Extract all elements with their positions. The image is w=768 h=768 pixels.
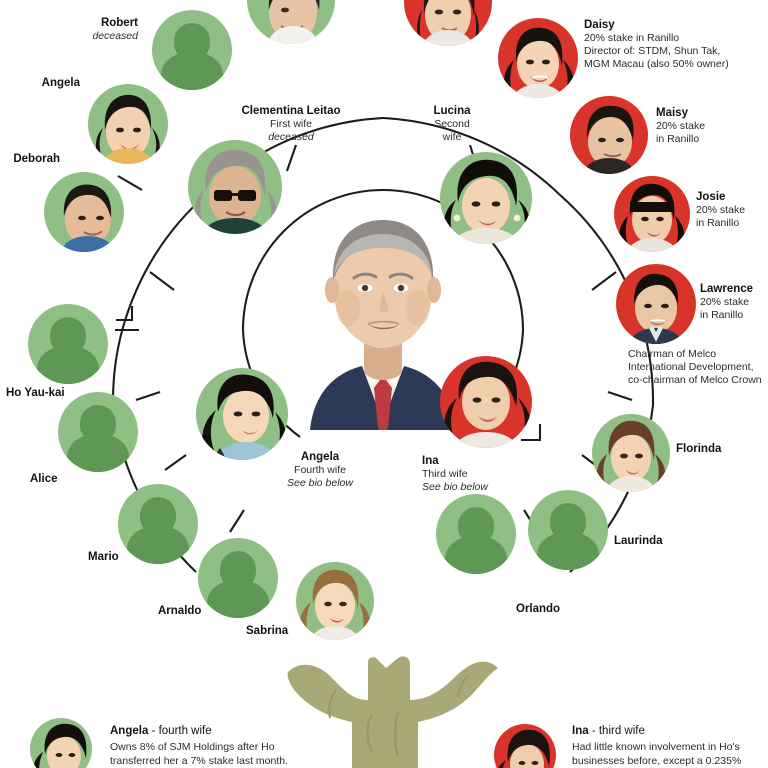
node-angela-wife[interactable] — [196, 368, 288, 460]
partial-node-top-red — [404, 0, 492, 46]
bio-avatar-angela — [30, 718, 92, 768]
silhouette-avatar — [528, 490, 608, 570]
bio-angela-name: Angela — [110, 725, 149, 737]
bio-angela-line-2: transferred her a 7% stake last month. — [110, 754, 289, 767]
bio-avatar-ina — [494, 724, 556, 768]
label-orlando: Orlando — [516, 603, 561, 615]
silhouette-avatar — [436, 494, 516, 574]
silhouette-avatar — [118, 484, 198, 564]
bio-ina: Ina - third wife Had little known involv… — [572, 724, 768, 768]
label-josie: Josie 20% stake in Ranillo — [696, 191, 746, 229]
label-daisy: Daisy 20% stake in Ranillo Director of: … — [584, 19, 729, 70]
silhouette-avatar — [198, 538, 278, 618]
node-ina[interactable] — [440, 356, 532, 448]
silhouette-avatar — [152, 10, 232, 90]
note-lawrence: Chairman of Melco International Developm… — [628, 348, 762, 387]
silhouette-avatar — [28, 304, 108, 384]
label-clementina-leitao: Clementina Leitao First wife deceased — [241, 105, 341, 143]
label-lucina: Lucina Second wife — [433, 105, 471, 143]
label-maisy: Maisy 20% stake in Ranillo — [656, 107, 706, 145]
bio-angela: Angela - fourth wife Owns 8% of SJM Hold… — [110, 724, 360, 768]
label-robert: Robert deceased — [92, 17, 138, 43]
label-mario: Mario — [88, 551, 119, 563]
node-ho-yau-kai[interactable] — [28, 304, 108, 384]
node-alice[interactable] — [58, 392, 138, 472]
bio-angela-dash: - — [148, 725, 159, 737]
node-daisy[interactable] — [498, 18, 578, 98]
patriarch-portrait-stanley-ho — [300, 190, 466, 434]
bio-ina-dash: - — [588, 725, 599, 737]
node-angela-child[interactable] — [88, 84, 168, 164]
label-arnaldo: Arnaldo — [158, 605, 202, 617]
label-deborah: Deborah — [13, 153, 60, 165]
label-angela-wife: Angela Fourth wife See bio below — [287, 451, 353, 489]
node-josie[interactable] — [614, 176, 690, 252]
node-laurinda[interactable] — [528, 490, 608, 570]
node-maisy[interactable] — [570, 96, 648, 174]
partial-node-top-green — [247, 0, 335, 44]
bio-ina-line-1: Had little known involvement in Ho's — [572, 740, 740, 753]
node-orlando[interactable] — [436, 494, 516, 574]
label-ina: Ina Third wife See bio below — [422, 455, 488, 493]
node-arnaldo[interactable] — [198, 538, 278, 618]
bio-ina-role: third wife — [598, 725, 645, 737]
node-lucina[interactable] — [440, 152, 532, 244]
node-clementina-leitao[interactable] — [188, 140, 282, 234]
node-deborah[interactable] — [44, 172, 124, 252]
label-florinda: Florinda — [676, 443, 722, 455]
silhouette-avatar — [58, 392, 138, 472]
node-sabrina[interactable] — [296, 562, 374, 640]
bio-angela-role: fourth wife — [158, 725, 212, 737]
node-florinda[interactable] — [592, 414, 670, 492]
bio-ina-name: Ina — [572, 725, 589, 737]
label-angela-child: Angela — [41, 77, 80, 89]
bio-ina-line-2: businesses before, except a 0.235% — [572, 754, 742, 767]
label-laurinda: Laurinda — [614, 535, 663, 547]
node-robert[interactable] — [152, 10, 232, 90]
label-lawrence: Lawrence 20% stake in Ranillo — [700, 283, 754, 321]
node-lawrence[interactable] — [616, 264, 696, 344]
label-ho-yau-kai: Ho Yau-kai — [6, 387, 65, 399]
label-sabrina: Sabrina — [246, 625, 289, 637]
node-mario[interactable] — [118, 484, 198, 564]
bio-angela-line-1: Owns 8% of SJM Holdings after Ho — [110, 740, 275, 753]
label-alice: Alice — [30, 473, 58, 485]
